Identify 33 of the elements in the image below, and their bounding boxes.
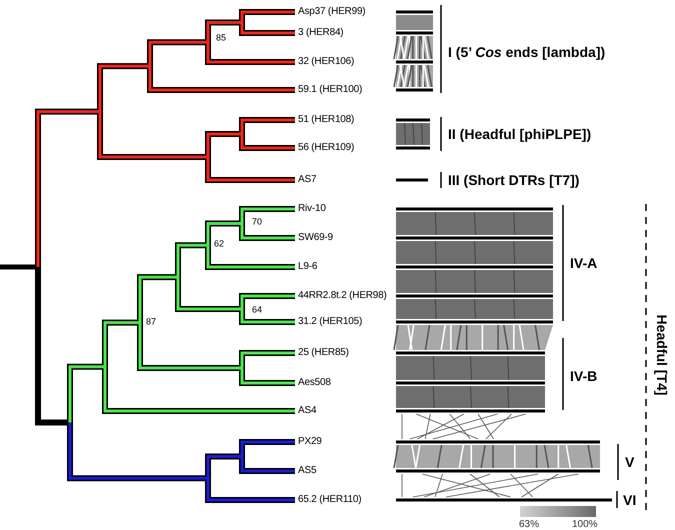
taxon-label: 25 (HER85) [298, 348, 349, 358]
taxon-label: 3 (HER84) [298, 28, 344, 38]
scale-label: 63% [519, 520, 540, 530]
cluster-label: V [625, 455, 634, 469]
taxon-label: SW69-9 [298, 233, 333, 243]
taxon-label: 59.1 (HER100) [298, 85, 362, 95]
taxon-label: 44RR2.8t.2 (HER98) [298, 291, 387, 301]
taxon-label: Aes508 [298, 378, 331, 388]
bootstrap-value: 70 [252, 218, 262, 226]
cluster-label: IV-B [570, 369, 598, 383]
taxon-label: Riv-10 [298, 204, 326, 214]
scale-label: 100% [572, 520, 598, 530]
taxon-label: 51 (HER108) [298, 115, 354, 125]
taxon-label: AS5 [298, 466, 316, 476]
taxon-label: Asp37 (HER99) [298, 7, 366, 17]
bootstrap-value: 62 [214, 240, 224, 248]
cluster-label: II (Headful [phiPLPE]) [448, 127, 592, 141]
taxon-label: 65.2 (HER110) [298, 495, 362, 505]
taxon-label: AS7 [298, 175, 316, 185]
bootstrap-value: 85 [216, 34, 226, 42]
bootstrap-value: 87 [146, 318, 156, 326]
taxon-label: 31.2 (HER105) [298, 317, 362, 327]
cluster-label: IV-A [570, 256, 598, 270]
cluster-label: III (Short DTRs [T7]) [448, 173, 580, 187]
taxon-label: AS4 [298, 406, 316, 416]
taxon-label: PX29 [298, 437, 322, 447]
bootstrap-value: 64 [252, 306, 262, 314]
group-label: Headful [T4] [655, 314, 669, 396]
taxon-label: 56 (HER109) [298, 143, 354, 153]
taxon-label: 32 (HER106) [298, 57, 354, 67]
cluster-label: I (5’ Cos ends [lambda]) [448, 45, 606, 59]
cluster-label: VI [623, 493, 636, 507]
taxon-label: L9-6 [298, 262, 318, 272]
